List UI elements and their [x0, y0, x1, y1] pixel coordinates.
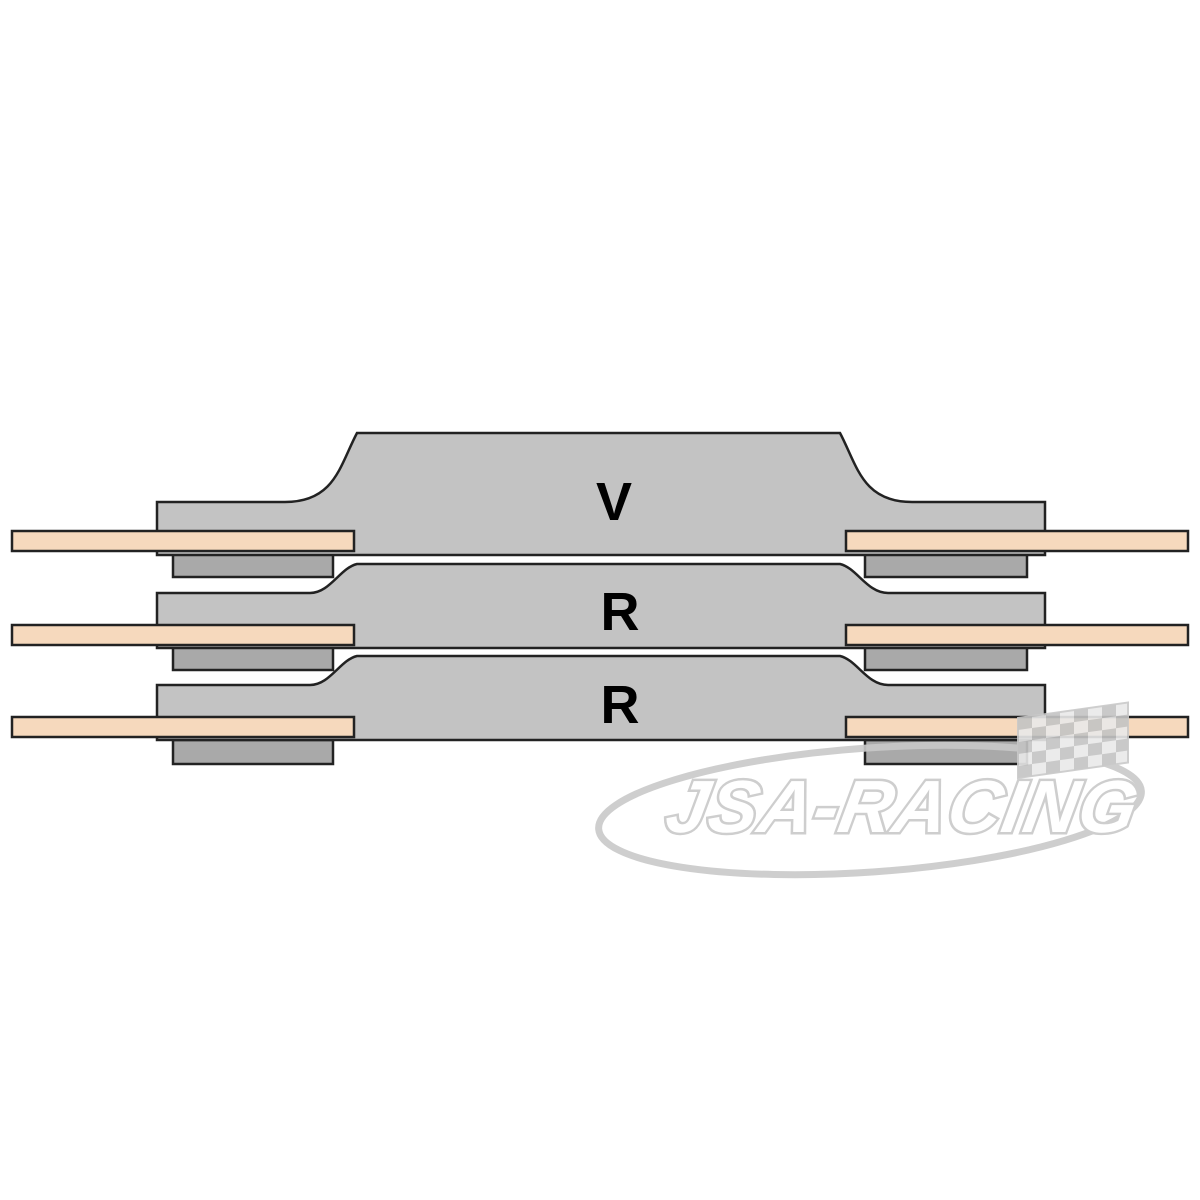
watermark-logo: JSA-RACING [595, 701, 1148, 879]
right-pad [863, 551, 1029, 579]
shim-plate [155, 562, 1047, 650]
left-pad [171, 738, 335, 766]
shim-layer-r-1: R [10, 562, 1190, 672]
left-rod [10, 623, 356, 647]
right-rod [844, 623, 1190, 647]
left-rod [10, 529, 356, 553]
layer-label: V [596, 472, 632, 532]
left-rod [10, 715, 356, 739]
shim-plate [155, 431, 1047, 557]
shim-layer-r-2: R [10, 654, 1190, 766]
layer-label: R [601, 675, 640, 735]
layer-label: R [601, 582, 640, 642]
logo-swoosh [595, 741, 1145, 879]
right-pad [863, 644, 1029, 672]
left-pad [171, 551, 335, 579]
shim-plate [155, 654, 1047, 742]
right-rod [844, 529, 1190, 553]
logo-text: JSA-RACING [660, 765, 1145, 848]
checkered-flag-icon [1017, 701, 1129, 780]
shim-layer-v: V [10, 431, 1190, 579]
left-pad [171, 644, 335, 672]
